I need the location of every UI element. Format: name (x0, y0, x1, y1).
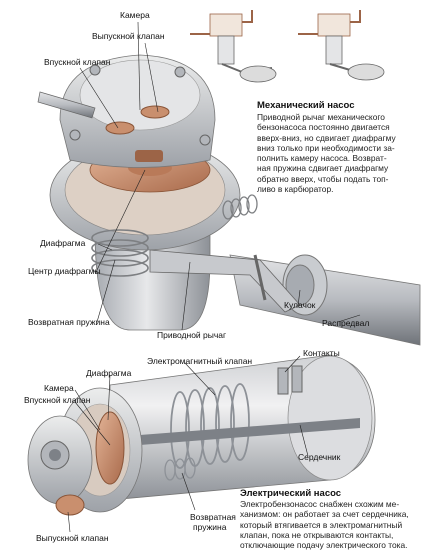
label-intake-valve-bottom: Впускной клапан (24, 395, 91, 405)
mechanical-line: ливо в карбюратор. (257, 184, 334, 195)
mechanical-pump-description: Приводной рычаг механического бензонасос… (257, 112, 396, 194)
electric-line: Электробензонасос снабжен схожим ме- (240, 499, 400, 509)
mechanical-pump-title: Механический насос (257, 100, 355, 111)
mechanical-line: вниз только при необходимости за- (257, 142, 395, 153)
label-camshaft: Распредвал (322, 318, 370, 328)
label-return-spring-bottom-2: пружина (193, 522, 227, 532)
label-return-spring-bottom-1: Возвратная (190, 512, 236, 522)
mechanical-line: вверх-вниз, но сдвигает диафрагму (257, 132, 396, 143)
electric-line: клапан, пока не открываются контакты, (240, 529, 394, 540)
label-cam: Кулачок (284, 300, 316, 310)
mechanical-line: ная пружина сдвигает диафрагму (257, 163, 389, 174)
label-exhaust-valve-bottom: Выпускной клапан (36, 533, 109, 543)
inset-diagram-right (298, 10, 385, 81)
electric-pump-drawing (27, 354, 376, 516)
mechanical-line: Приводной рычаг механического (257, 112, 385, 122)
label-diaphragm-bottom: Диафрагма (86, 368, 132, 378)
mechanical-line: обратно вверх, чтобы подать топ- (257, 173, 389, 184)
electric-pump-title: Электрический насос (240, 488, 342, 499)
electric-line: отключающие подачу электрического тока. (240, 540, 408, 550)
label-core: Сердечник (298, 452, 341, 462)
electric-line: ханизмом: он работает за счет сердечника… (240, 509, 409, 520)
mechanical-pump-drawing (37, 54, 421, 346)
label-exhaust-valve-top: Выпускной клапан (92, 31, 165, 41)
label-camera-bottom: Камера (44, 383, 74, 393)
label-solenoid-valve: Электромагнитный клапан (147, 356, 253, 366)
label-contacts: Контакты (303, 348, 340, 358)
mechanical-line: полнить камеру насоса. Возврат- (257, 153, 387, 164)
label-intake-valve-top: Впускной клапан (44, 57, 111, 67)
label-diaphragm-center: Центр диафрагмы (28, 266, 101, 276)
label-return-spring-top: Возвратная пружина (28, 317, 110, 327)
leader-lines (67, 21, 361, 533)
mechanical-line: бензонасоса постоянно двигается (257, 122, 390, 133)
inset-diagram-left (190, 10, 277, 83)
label-diaphragm-top: Диафрагма (40, 238, 86, 248)
label-drive-lever: Приводной рычаг (157, 330, 227, 340)
electric-pump-description: Электробензонасос снабжен схожим ме- хан… (240, 499, 409, 550)
electric-line: который втягивается в электромагнитный (240, 519, 403, 530)
label-camera-top: Камера (120, 10, 150, 20)
